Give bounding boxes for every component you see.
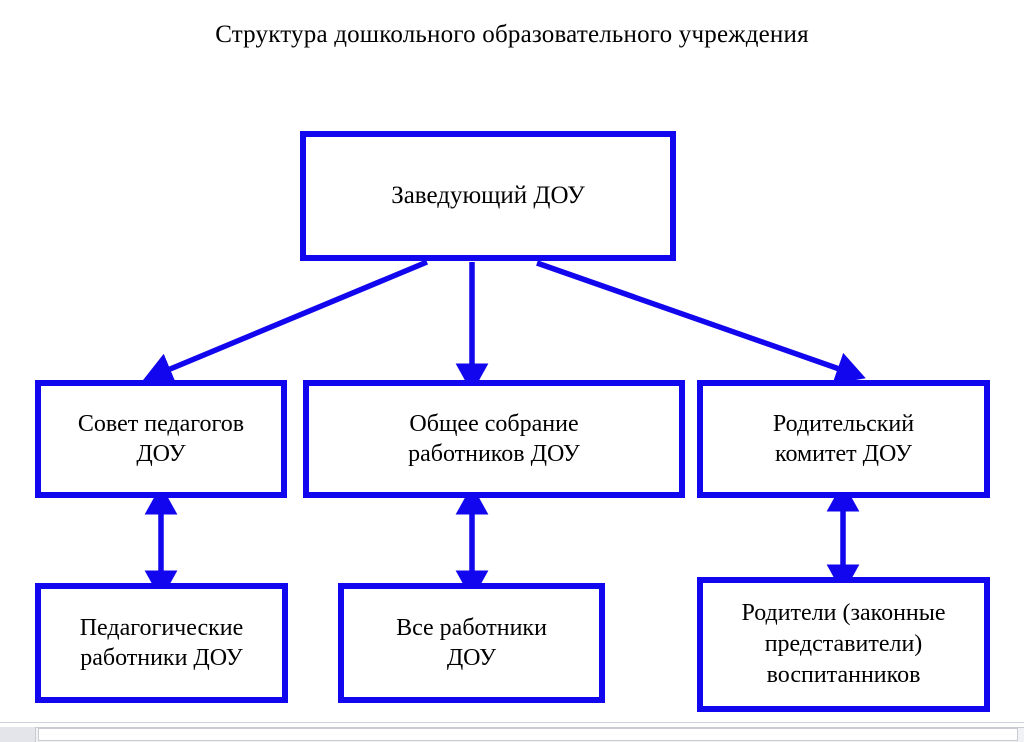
node-label-head: Заведующий ДОУ [391, 182, 585, 209]
node-label-parents: Родители (законные представители) воспит… [741, 600, 946, 688]
window-bottom-strip [0, 722, 1024, 742]
node-label-ped-workers: Педагогические работники ДОУ [79, 615, 244, 671]
horizontal-scrollbar[interactable] [0, 727, 1024, 742]
page-title: Структура дошкольного образовательного у… [215, 21, 809, 48]
node-box-head[interactable]: Заведующий ДОУ [300, 131, 676, 261]
node-box-ped-council[interactable]: Совет педагогов ДОУ [35, 380, 287, 498]
node-box-parent-committee[interactable]: Родительский комитет ДОУ [697, 380, 990, 498]
node-box-general-meeting[interactable]: Общее собрание работников ДОУ [303, 380, 685, 498]
node-label-parent-committee: Родительский комитет ДОУ [772, 411, 915, 467]
scrollbar-thumb[interactable] [38, 728, 1018, 741]
node-box-parents[interactable]: Родители (законные представители) воспит… [697, 577, 990, 712]
node-label-ped-council: Совет педагогов ДОУ [77, 411, 245, 467]
node-label-all-workers: Все работники ДОУ [396, 615, 547, 671]
connector-head-to-parent-committee [536, 260, 866, 385]
node-box-ped-workers[interactable]: Педагогические работники ДОУ [35, 583, 288, 703]
node-box-all-workers[interactable]: Все работники ДОУ [338, 583, 605, 703]
node-label-general-meeting: Общее собрание работников ДОУ [408, 411, 580, 467]
scrollbar-corner [0, 727, 36, 742]
connector-head-to-ped-council [142, 259, 429, 385]
